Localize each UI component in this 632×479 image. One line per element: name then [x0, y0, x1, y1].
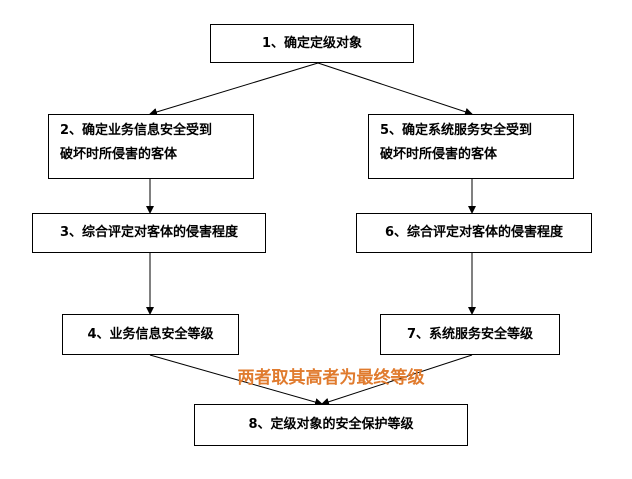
box-1-determine-target: 1、确定定级对象 [210, 24, 414, 63]
box-8-text: 8、定级对象的安全保护等级 [248, 417, 414, 432]
box-5-line-2: 破坏时所侵害的客体 [380, 147, 498, 162]
box-6-text: 6、综合评定对客体的侵害程度 [384, 225, 564, 240]
box-7-text: 7、系统服务安全等级 [406, 326, 534, 342]
box-5-line-1: 5、确定系统服务安全受到 [380, 123, 533, 138]
box-7-system-service-level: 7、系统服务安全等级 [380, 314, 560, 355]
box-4-business-info-level: 4、业务信息安全等级 [62, 314, 239, 355]
box-6-assess-harm-system: 6、综合评定对客体的侵害程度 [356, 213, 592, 253]
arrow-box1-to-box2 [149, 62, 319, 116]
box-3-assess-harm-business: 3、综合评定对客体的侵害程度 [32, 213, 266, 253]
box-1-text: 1、确定定级对象 [261, 35, 363, 51]
annotation-take-higher: 两者取其高者为最终等级 [237, 368, 425, 388]
box-5-system-service-object: 5、确定系统服务安全受到 破坏时所侵害的客体 [368, 114, 574, 179]
box-2-line-1: 2、确定业务信息安全受到 [60, 123, 213, 138]
box-4-text: 4、业务信息安全等级 [87, 326, 214, 342]
arrow-box4-to-box8 [149, 354, 323, 406]
arrow-box1-to-box5 [317, 62, 473, 116]
box-3-text: 3、综合评定对客体的侵害程度 [59, 225, 239, 240]
arrow-box7-to-box8 [321, 354, 473, 406]
box-2-business-info-object: 2、确定业务信息安全受到 破坏时所侵害的客体 [48, 114, 254, 179]
box-2-line-2: 破坏时所侵害的客体 [60, 147, 178, 162]
box-8-final-protection-level: 8、定级对象的安全保护等级 [194, 404, 468, 446]
